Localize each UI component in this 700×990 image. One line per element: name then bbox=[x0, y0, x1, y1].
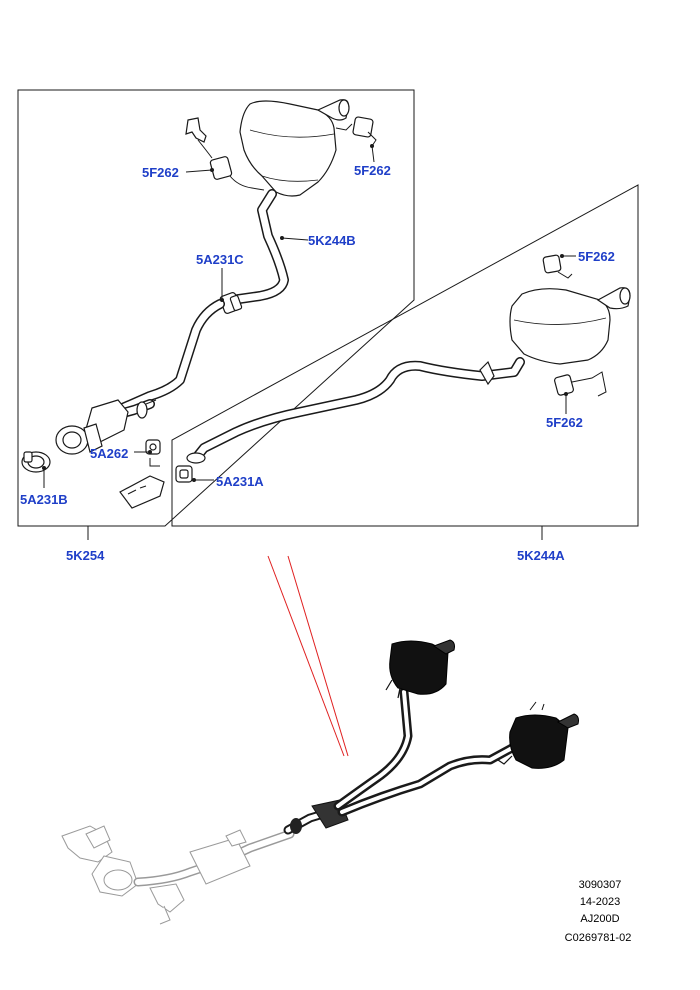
callout-5a231a: 5A231A bbox=[216, 474, 264, 489]
callout-5a231b: 5A231B bbox=[20, 492, 68, 507]
muffler-5k244a bbox=[509, 287, 631, 365]
clamp-5a231b bbox=[21, 451, 51, 473]
callout-5f262-a: 5F262 bbox=[142, 165, 179, 180]
pipe-5k244b bbox=[227, 189, 289, 305]
footer-line-3: AJ200D bbox=[580, 913, 619, 925]
callout-5f262-c: 5F262 bbox=[578, 249, 615, 264]
hanger-top-right bbox=[335, 116, 377, 147]
locator-ghost-engine-side bbox=[61, 825, 295, 925]
footer-line-1: 3090307 bbox=[579, 879, 622, 891]
callout-5a231c: 5A231C bbox=[196, 252, 244, 267]
front-pipe-5k254 bbox=[55, 299, 225, 455]
locator-highlight-exhaust bbox=[283, 639, 579, 835]
callout-5a262: 5A262 bbox=[90, 446, 128, 461]
clamp-5a231a bbox=[175, 465, 193, 483]
leader-lines bbox=[42, 144, 576, 488]
callout-5f262-b: 5F262 bbox=[354, 163, 391, 178]
right-group-frame bbox=[171, 184, 639, 540]
callout-5f262-d: 5F262 bbox=[546, 415, 583, 430]
location-pointer-lines bbox=[267, 555, 349, 757]
assembly-label-5k254: 5K254 bbox=[66, 548, 105, 563]
hanger-right-top bbox=[542, 254, 573, 279]
heat-shield-bracket bbox=[119, 475, 165, 509]
hanger-right-bottom bbox=[554, 371, 607, 397]
footer-line-4: C0269781-02 bbox=[565, 932, 632, 944]
footer-line-2: 14-2023 bbox=[580, 896, 620, 908]
clamp-5a231c bbox=[219, 292, 243, 314]
callout-5k244b: 5K244B bbox=[308, 233, 356, 248]
hanger-top-left bbox=[185, 117, 265, 191]
assembly-label-5k244a: 5K244A bbox=[517, 548, 565, 563]
left-group-frame bbox=[17, 89, 415, 540]
muffler-5k244b bbox=[239, 99, 350, 197]
pipe-5k244a bbox=[186, 357, 525, 464]
mount-5a262 bbox=[145, 439, 161, 467]
